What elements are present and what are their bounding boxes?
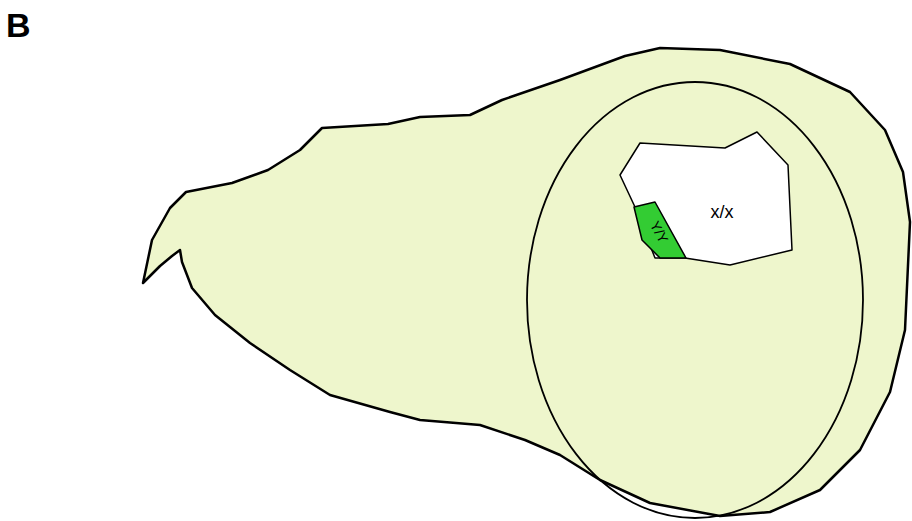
panel-letter: B [6,8,31,42]
vacuole-region: x/x Y/Y [618,128,796,268]
marked-patch: Y/Y [632,200,688,260]
cell-outline [143,48,910,516]
genotype-label: x/x [710,203,733,221]
marked-patch-shape [634,202,686,258]
nucleus-outline [527,82,863,518]
vacuole-region-shape [620,132,792,265]
vacuole-region-outline [618,128,796,268]
